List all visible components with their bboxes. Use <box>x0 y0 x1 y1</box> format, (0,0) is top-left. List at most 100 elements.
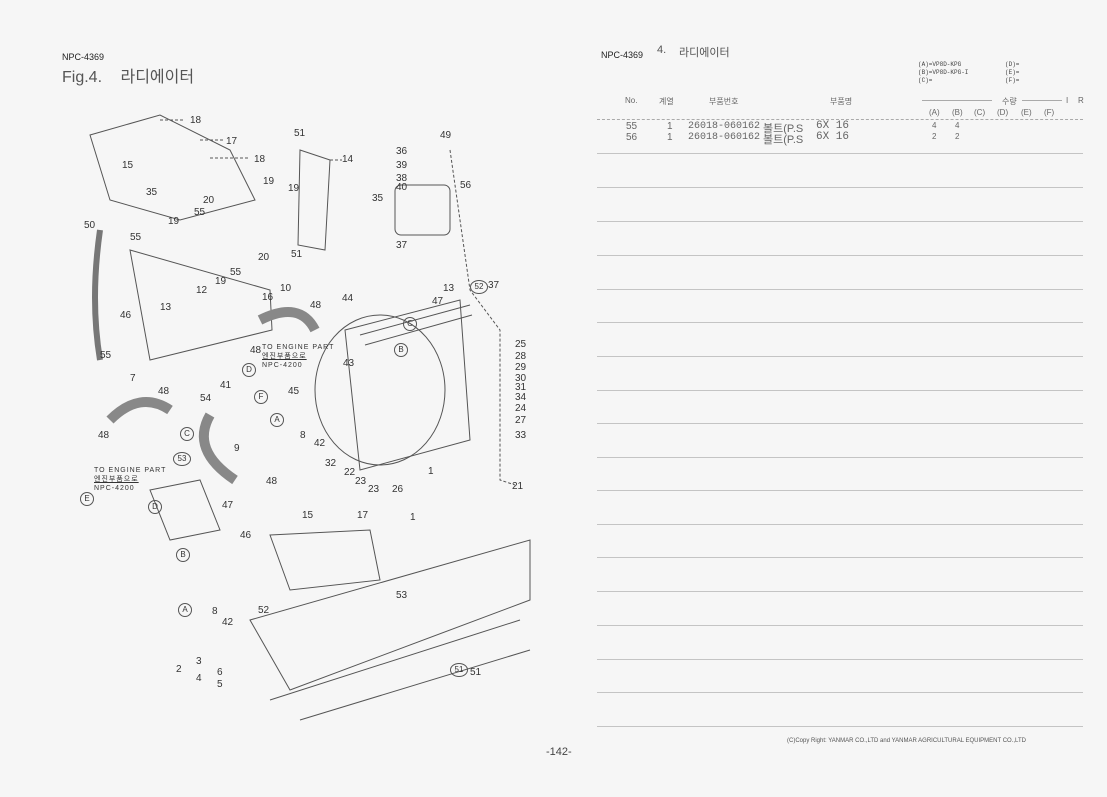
col-part-number: 부품번호 <box>709 97 739 106</box>
ref-circle: F <box>254 390 268 404</box>
row-qty-b: 2 <box>955 132 960 141</box>
col-qty-b: (B) <box>952 108 963 117</box>
col-r: R <box>1078 96 1084 105</box>
lower-hose-1 <box>106 397 173 424</box>
note-text: TO ENGINE PART <box>262 344 335 351</box>
model-b: (B)=VP8D-KPG-I <box>918 69 969 76</box>
callout: 12 <box>196 285 208 296</box>
qty-rule-left <box>922 100 992 101</box>
ref-circle: E <box>80 492 94 506</box>
callout: 20 <box>203 195 215 206</box>
callout: 1 <box>428 466 434 477</box>
col-part-name: 부품명 <box>830 97 853 106</box>
note-ref: NPC-4200 <box>262 362 303 369</box>
callout: 22 <box>344 467 356 478</box>
callout: 55 <box>100 350 112 361</box>
callout: 19 <box>168 216 180 227</box>
lower-hose-2 <box>198 412 238 485</box>
callout: 44 <box>342 293 354 304</box>
ref-circle: B <box>394 343 408 357</box>
qty-rule-right <box>1022 100 1062 101</box>
callout: 23 <box>355 476 367 487</box>
callout: 51 <box>291 249 303 260</box>
figure-title: Fig.4. 라디에이터 <box>62 63 194 87</box>
callout: 19 <box>215 276 227 287</box>
callout: 34 <box>515 392 527 403</box>
callout: 42 <box>222 617 234 628</box>
callout: 47 <box>222 500 234 511</box>
ref-circle: 52 <box>470 280 488 294</box>
callout: 23 <box>368 484 380 495</box>
callout: 50 <box>84 220 96 231</box>
callout: 55 <box>230 267 242 278</box>
ref-circle: B <box>176 548 190 562</box>
row-part-number: 26018-060162 <box>688 132 761 143</box>
callout: 35 <box>146 187 158 198</box>
callout: 36 <box>396 146 408 157</box>
row-series: 1 <box>667 132 673 143</box>
callout: 8 <box>212 606 218 617</box>
model-a: (A)=VP8D-KPG <box>918 61 962 68</box>
row-spec: 6X 16 <box>816 120 850 132</box>
figure-name: 라디에이터 <box>120 69 195 86</box>
callout: 54 <box>200 393 212 404</box>
callout: 51 <box>294 128 306 139</box>
callout: 56 <box>460 180 472 191</box>
right-doc-code: NPC-4369 <box>601 50 644 60</box>
model-e: (E)= <box>1005 69 1020 76</box>
callout: 27 <box>515 415 527 426</box>
callout: 32 <box>325 458 337 469</box>
callout: 55 <box>130 232 142 243</box>
model-legend-left: (A)=VP8D-KPG (B)=VP8D-KPG-I (C)= <box>918 61 968 85</box>
callout: 15 <box>122 160 134 171</box>
callout: 43 <box>343 358 355 369</box>
callout: 53 <box>396 590 408 601</box>
row-no: 55 <box>626 121 638 132</box>
col-qty-c: (C) <box>974 108 986 117</box>
callout: 19 <box>288 183 300 194</box>
under-plate <box>269 529 381 591</box>
callout: 39 <box>396 160 408 171</box>
row-part-name: 볼트(P.S <box>763 123 804 135</box>
callout: 9 <box>234 443 240 454</box>
callout: 13 <box>443 283 455 294</box>
row-qty-a: 4 <box>932 121 937 130</box>
callout: 18 <box>190 115 202 126</box>
callout: 17 <box>357 510 369 521</box>
callout: 52 <box>258 605 270 616</box>
callout: 48 <box>250 345 262 356</box>
callout: 46 <box>120 310 132 321</box>
callout: 48 <box>98 430 110 441</box>
callout: 45 <box>288 386 300 397</box>
note-text: TO ENGINE PART <box>94 467 167 474</box>
model-legend-right: (D)= (E)= (F)= <box>1005 61 1019 85</box>
callout: 17 <box>226 136 238 147</box>
row-no: 56 <box>626 132 638 143</box>
shroud-lower-panel <box>129 249 273 361</box>
row-part-name: 볼트(P.S <box>763 134 804 146</box>
callout: 37 <box>396 240 408 251</box>
overflow-hose <box>92 229 103 361</box>
model-d: (D)= <box>1005 61 1020 68</box>
callout: 49 <box>440 130 452 141</box>
callout: 38 <box>396 173 408 184</box>
callout: 25 <box>515 339 527 350</box>
page-number: -142- <box>546 746 572 758</box>
callout: 30 <box>515 373 527 384</box>
callout: 31 <box>515 382 527 393</box>
callout: 8 <box>300 430 306 441</box>
callout: 16 <box>262 292 274 303</box>
callout: 40 <box>396 182 408 193</box>
engine-part-note-2: TO ENGINE PART 엔진부품으로 NPC-4200 <box>94 466 166 493</box>
row-series: 1 <box>667 121 673 132</box>
callout: 51 <box>470 667 482 678</box>
callout: 24 <box>515 403 527 414</box>
callout: 18 <box>254 154 266 165</box>
figure-number: Fig.4. <box>62 69 103 86</box>
callout: 2 <box>176 664 182 675</box>
callout: 10 <box>280 283 292 294</box>
col-qty: 수량 <box>1002 97 1017 106</box>
callout: 15 <box>302 510 314 521</box>
col-series: 계열 <box>659 97 674 106</box>
ref-circle: D <box>242 363 256 377</box>
